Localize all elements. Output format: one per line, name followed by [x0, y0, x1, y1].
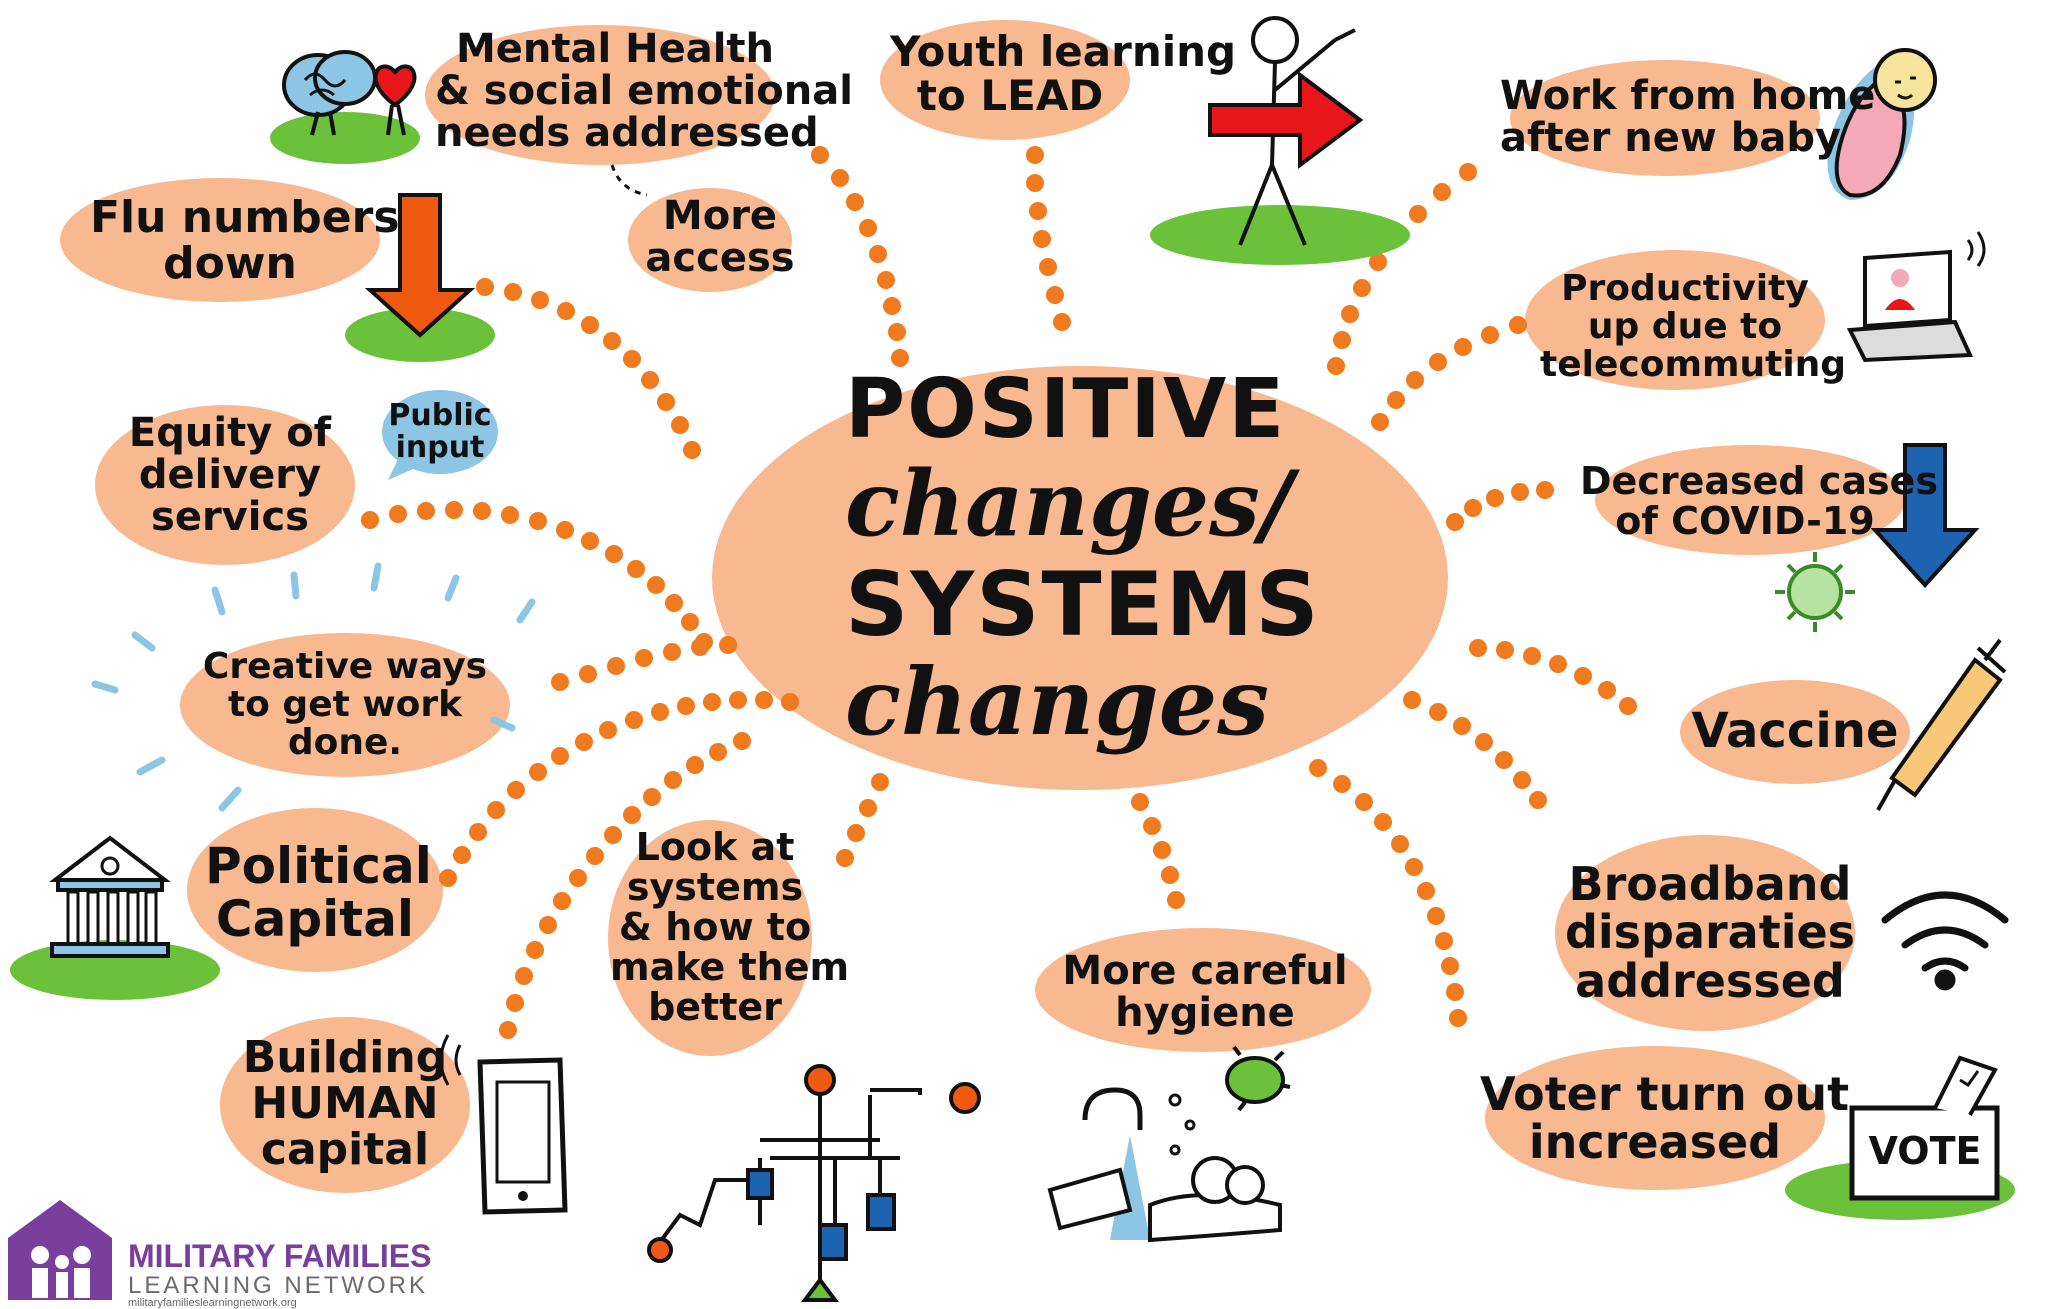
- blob-political: [187, 808, 443, 972]
- label-mental-health: Mental Health & social emotional needs a…: [435, 26, 853, 156]
- connector-dots: [361, 146, 1637, 1039]
- label-work-home: Work from home after new baby: [1500, 73, 1876, 161]
- blob-mental-health: [425, 25, 775, 165]
- blob-equity: [95, 405, 355, 565]
- blob-creative: [180, 633, 510, 777]
- blob-building: [220, 1017, 470, 1193]
- label-more-access: More access: [645, 193, 795, 281]
- blob-work-home: [1510, 60, 1820, 176]
- label-youth: Youth learning to LEAD: [890, 27, 1237, 121]
- blob-hygiene: [1035, 928, 1371, 1052]
- public-input-bubble: [382, 390, 498, 480]
- virus-icon: [1775, 552, 1855, 632]
- blob-vaccine: [1680, 680, 1910, 784]
- label-public-input: Public input: [388, 398, 492, 465]
- label-systems: Look at systems & how to make them bette…: [610, 825, 850, 1029]
- blob-covid: [1595, 445, 1905, 555]
- youth-leader-icon: [1150, 16, 1410, 265]
- label-covid: Decreased cases of COVID-19: [1580, 459, 1938, 543]
- center-line-2: changes/: [845, 451, 1293, 557]
- center-line-4: changes: [845, 648, 1270, 756]
- brain-heart-icon: [270, 50, 420, 164]
- label-equity: Equity of delivery servics: [128, 410, 332, 540]
- syringe-icon: [1876, 638, 2007, 811]
- government-building-icon: [10, 835, 220, 1000]
- blob-youth: [880, 20, 1130, 140]
- down-arrow-blue-icon: [1870, 443, 1980, 588]
- label-broadband: Broadband disparaties addressed: [1564, 857, 1856, 1008]
- blob-systems: [608, 820, 812, 1056]
- baby-icon: [1827, 48, 1937, 200]
- blob-more-access: [628, 188, 792, 292]
- label-flu: Flu numbers down: [90, 192, 400, 290]
- creative-burst-lines: [91, 562, 536, 812]
- handwashing-icon: [1047, 1045, 1291, 1243]
- vote-box-label: VOTE: [1868, 1129, 1982, 1173]
- label-hygiene: More careful hygiene: [1062, 948, 1348, 1036]
- center-title: POSITIVE changes/ SYSTEMS changes: [845, 362, 1425, 756]
- blob-voter: [1485, 1046, 1825, 1190]
- blob-productivity: [1525, 250, 1825, 390]
- ballot-box-icon: [1785, 1055, 2015, 1220]
- access-link: [610, 164, 648, 197]
- down-arrow-orange-icon: [345, 193, 495, 362]
- label-building: Building HUMAN capital: [242, 1032, 448, 1176]
- center-line-1: POSITIVE: [845, 362, 1287, 457]
- label-productivity: Productivity up due to telecommuting: [1540, 268, 1847, 385]
- mfln-logo-icon: [8, 1200, 112, 1300]
- laptop-video-call-icon: [1846, 231, 1986, 363]
- smartphone-icon: [439, 1034, 568, 1215]
- systems-mobile-icon: [647, 1064, 981, 1302]
- label-voter: Voter turn out increased: [1480, 1067, 1850, 1170]
- topic-blobs: [60, 20, 1910, 1193]
- brand-url[interactable]: militaryfamilieslearningnetwork.org: [128, 1297, 297, 1309]
- center-line-3: SYSTEMS: [845, 553, 1321, 656]
- brand-name: MILITARY FAMILIES: [128, 1238, 432, 1274]
- wifi-icon: [1881, 891, 2009, 991]
- blob-flu: [60, 178, 380, 302]
- center-blob: [712, 366, 1448, 790]
- brand-subtitle: LEARNING NETWORK: [128, 1272, 429, 1299]
- label-creative: Creative ways to get work done.: [202, 646, 488, 763]
- blob-broadband: [1555, 835, 1855, 1031]
- label-political: Political Capital: [205, 837, 432, 948]
- label-vaccine: Vaccine: [1691, 703, 1899, 759]
